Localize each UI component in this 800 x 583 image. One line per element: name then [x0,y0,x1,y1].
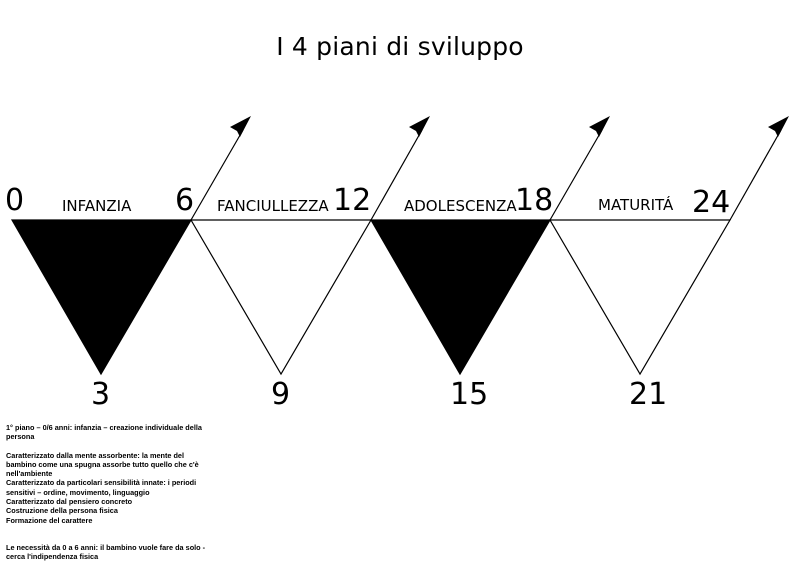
note-characteristics: Caratterizzato dalla mente assorbente: l… [6,450,199,525]
plane-4-triangle [548,219,732,376]
age-label-12: 12 [333,183,372,218]
note-needs: Le necessità da 0 a 6 anni: il bambino v… [6,542,206,562]
note-first-plane: 1° piano – 0/6 anni: infanzia – creazion… [6,423,202,442]
plane-2-triangle [189,219,373,376]
growth-arrow-4-line [729,129,782,221]
plane-label-fanciullezza: FANCIULLEZZA [217,197,329,215]
age-label-6: 6 [175,183,195,218]
plane-1-triangle [10,219,193,376]
plane-label-maturita: MATURITÁ [598,196,674,214]
age-label-9: 9 [271,377,291,412]
age-label-0: 0 [5,183,25,218]
age-label-24: 24 [692,185,731,220]
age-label-21: 21 [629,377,668,412]
plane-label-adolescenza: ADOLESCENZA [404,197,517,215]
growth-arrow-2-line [370,129,423,221]
growth-arrow-4-head [768,116,789,137]
plane-label-infanzia: INFANZIA [62,197,132,215]
age-label-15: 15 [450,377,489,412]
growth-arrow-2-head [409,116,430,137]
growth-arrow-1-head [230,116,251,137]
growth-arrow-3-head [589,116,610,137]
age-label-18: 18 [515,183,554,218]
diagram-title: I 4 piani di sviluppo [276,32,524,61]
plane-3-triangle [369,219,552,376]
growth-arrow-1-line [190,129,244,221]
notes-block: 1° piano – 0/6 anni: infanzia – creazion… [6,423,206,562]
age-label-3: 3 [91,377,111,412]
growth-arrow-3-line [549,129,603,221]
